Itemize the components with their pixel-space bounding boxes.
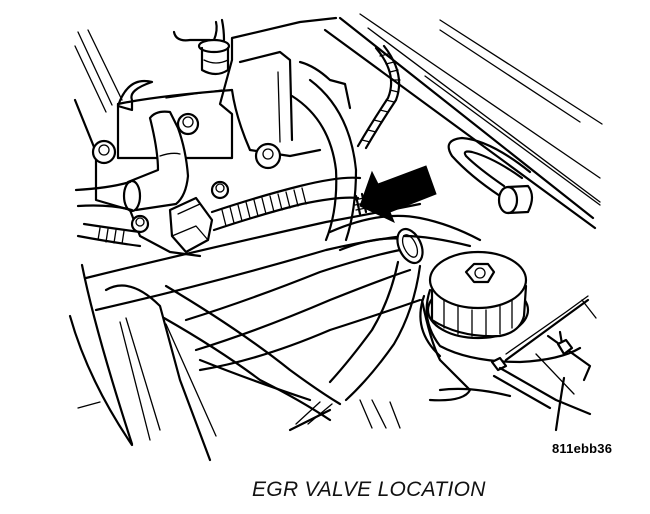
sensor-connector-top	[197, 18, 231, 76]
electrical-connector	[168, 196, 214, 254]
arrow-callout-icon	[359, 165, 437, 223]
bolt-icon	[210, 180, 230, 200]
tube-bundle	[84, 202, 422, 462]
lower-hoses	[288, 234, 472, 432]
left-panel-lines	[68, 29, 134, 447]
bolt-icon	[176, 112, 200, 136]
reservoir-bracket	[438, 295, 597, 432]
bolt-icon	[130, 214, 150, 234]
breather-elbow-hose	[74, 110, 190, 213]
figure-id-label: 811ebb36	[552, 441, 613, 456]
coolant-hose-left	[290, 78, 358, 242]
wiring-harness	[76, 44, 401, 248]
u-shaped-hose-right	[447, 136, 534, 215]
hood-edge-lines	[323, 13, 603, 230]
mounting-bolts	[91, 112, 282, 234]
bolt-icon	[91, 139, 117, 165]
figure-caption: EGR VALVE LOCATION	[252, 478, 486, 501]
reservoir-hose	[328, 214, 482, 402]
bolt-icon	[254, 142, 282, 170]
reservoir-cap	[419, 250, 582, 364]
